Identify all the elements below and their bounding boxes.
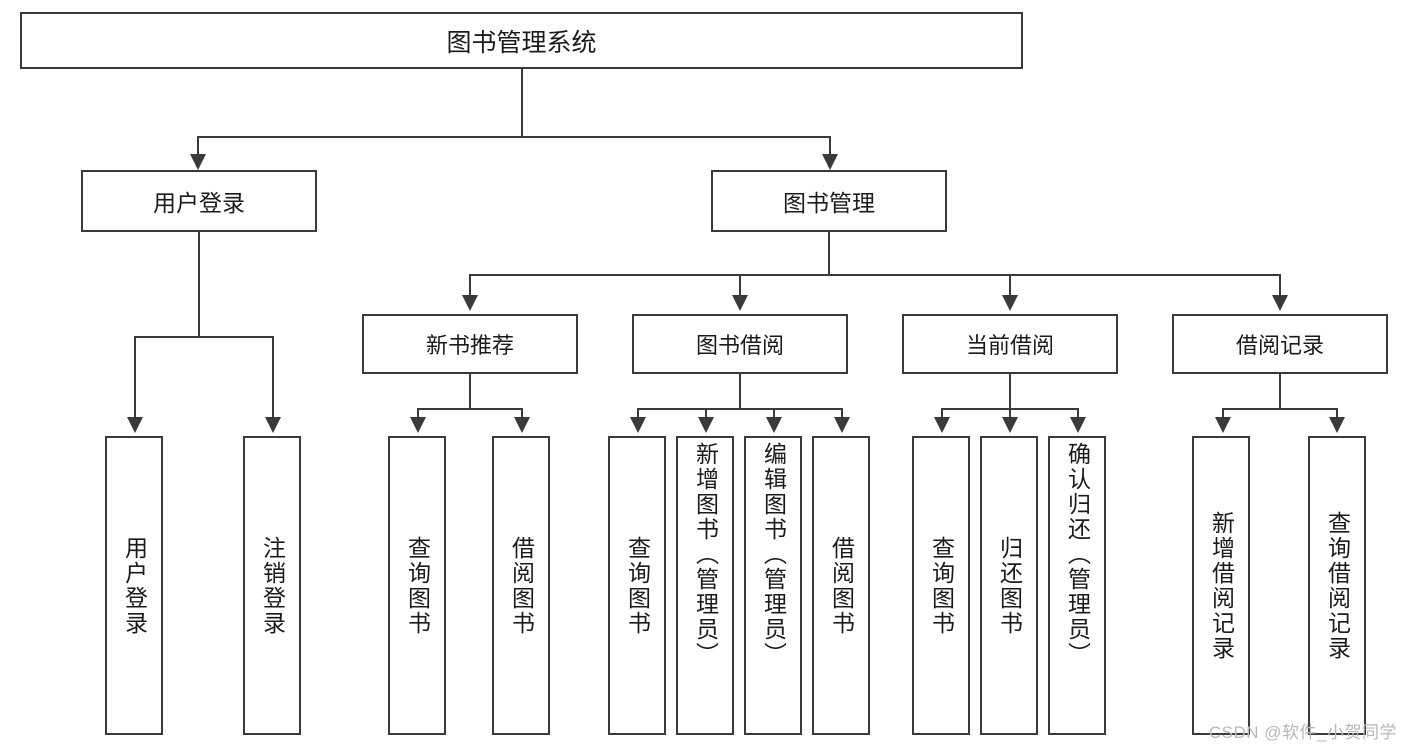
leaf-query-book-current[interactable]: 查询图书 [912,436,970,735]
connector-book-borrow-drop-2 [705,408,707,418]
leaf-user-login[interactable]: 用户登录 [105,436,163,735]
connector-current-borrow-stem [1009,374,1011,408]
connector-new-book-stem [469,374,471,408]
connector-borrow-record-drop-2 [1336,408,1338,418]
node-current-borrow[interactable]: 当前借阅 [902,314,1118,374]
node-new-book-recommend[interactable]: 新书推荐 [362,314,578,374]
arrowhead-user-login-leaf-2 [265,417,281,433]
node-label: 查询借阅记录 [1324,510,1351,661]
arrowhead-root-to-book-mgmt [822,154,838,170]
node-borrow-record[interactable]: 借阅记录 [1172,314,1388,374]
node-label: 借阅记录 [1235,333,1324,358]
leaf-add-book-admin[interactable]: 新增图书（管理员） [676,436,734,735]
node-label: 查询图书 [404,535,431,636]
node-label: 查询图书 [624,535,651,636]
connector-book-borrow-drop-4 [841,408,843,418]
arrowhead-book-mgmt-child-2 [732,295,748,311]
arrowhead-book-mgmt-child-3 [1002,295,1018,311]
leaf-borrow-book[interactable]: 借阅图书 [812,436,870,735]
node-label: 新书推荐 [425,333,514,358]
node-label: 图书管理系统 [446,28,597,57]
connector-current-borrow-drop-1 [941,408,943,418]
connector-current-borrow-drop-2 [1009,408,1011,418]
arrowhead-borrow-record-leaf-2 [1329,417,1345,433]
connector-new-book-bus [417,408,521,410]
connector-root-bus [197,136,829,138]
node-label: 用户登录 [121,535,148,636]
node-label: 注销登录 [259,535,286,636]
arrowhead-book-borrow-leaf-4 [834,417,850,433]
arrowhead-borrow-record-leaf-1 [1215,417,1231,433]
arrowhead-current-borrow-leaf-2 [1002,417,1018,433]
connector-book-mgmt-drop-3 [1009,274,1011,296]
leaf-borrow-book-new[interactable]: 借阅图书 [492,436,550,735]
connector-borrow-record-drop-1 [1222,408,1224,418]
node-label: 借阅图书 [508,535,535,636]
connector-user-login-drop-2 [272,336,274,418]
node-root-system[interactable]: 图书管理系统 [20,12,1023,69]
arrowhead-book-mgmt-child-4 [1272,295,1288,311]
leaf-return-book[interactable]: 归还图书 [980,436,1038,735]
leaf-query-book-borrow[interactable]: 查询图书 [608,436,666,735]
arrowhead-book-borrow-leaf-1 [630,417,646,433]
node-label: 借阅图书 [828,535,855,636]
connector-root-to-user-login [197,136,199,156]
connector-book-mgmt-drop-1 [469,274,471,296]
arrowhead-book-borrow-leaf-3 [766,417,782,433]
arrowhead-new-book-leaf-2 [514,417,530,433]
leaf-query-borrow-record[interactable]: 查询借阅记录 [1308,436,1366,735]
leaf-add-borrow-record[interactable]: 新增借阅记录 [1192,436,1250,735]
connector-book-mgmt-stem [828,232,830,274]
connector-book-borrow-bus [637,408,841,410]
arrowhead-root-to-user-login [190,154,206,170]
node-label: 当前借阅 [965,333,1054,358]
connector-user-login-drop-1 [134,336,136,418]
node-label: 编辑图书（管理员） [760,442,787,667]
node-label: 确认归还（管理员） [1064,442,1091,667]
node-label: 查询图书 [928,535,955,636]
leaf-logout[interactable]: 注销登录 [243,436,301,735]
connector-borrow-record-stem [1279,374,1281,408]
connector-book-borrow-stem [739,374,741,408]
arrowhead-current-borrow-leaf-1 [934,417,950,433]
leaf-edit-book-admin[interactable]: 编辑图书（管理员） [744,436,802,735]
node-label: 归还图书 [996,535,1023,636]
node-label: 图书借阅 [695,333,784,358]
leaf-query-book-new[interactable]: 查询图书 [388,436,446,735]
connector-root-stem [521,69,523,136]
connector-book-borrow-drop-3 [773,408,775,418]
connector-book-mgmt-drop-2 [739,274,741,296]
connector-book-borrow-drop-1 [637,408,639,418]
arrowhead-book-borrow-leaf-2 [698,417,714,433]
node-label: 新增借阅记录 [1208,510,1235,661]
watermark-text: CSDN @软件_小贺同学 [1208,723,1397,742]
connector-user-login-stem [198,232,200,336]
node-label: 新增图书（管理员） [692,442,719,667]
node-book-borrow[interactable]: 图书借阅 [632,314,848,374]
connector-borrow-record-bus [1222,408,1336,410]
arrowhead-current-borrow-leaf-3 [1070,417,1086,433]
node-user-login[interactable]: 用户登录 [81,170,317,232]
node-label: 图书管理 [783,190,875,216]
connector-root-to-book-mgmt [829,136,831,156]
node-label: 用户登录 [153,190,245,216]
connector-book-mgmt-drop-4 [1279,274,1281,296]
node-book-management[interactable]: 图书管理 [711,170,947,232]
connector-user-login-bus [134,336,272,338]
arrowhead-user-login-leaf-1 [127,417,143,433]
connector-new-book-drop-1 [417,408,419,418]
arrowhead-new-book-leaf-1 [410,417,426,433]
connector-book-mgmt-bus [469,274,1280,276]
connector-new-book-drop-2 [521,408,523,418]
arrowhead-book-mgmt-child-1 [462,295,478,311]
leaf-confirm-return-admin[interactable]: 确认归还（管理员） [1048,436,1106,735]
connector-current-borrow-drop-3 [1077,408,1079,418]
